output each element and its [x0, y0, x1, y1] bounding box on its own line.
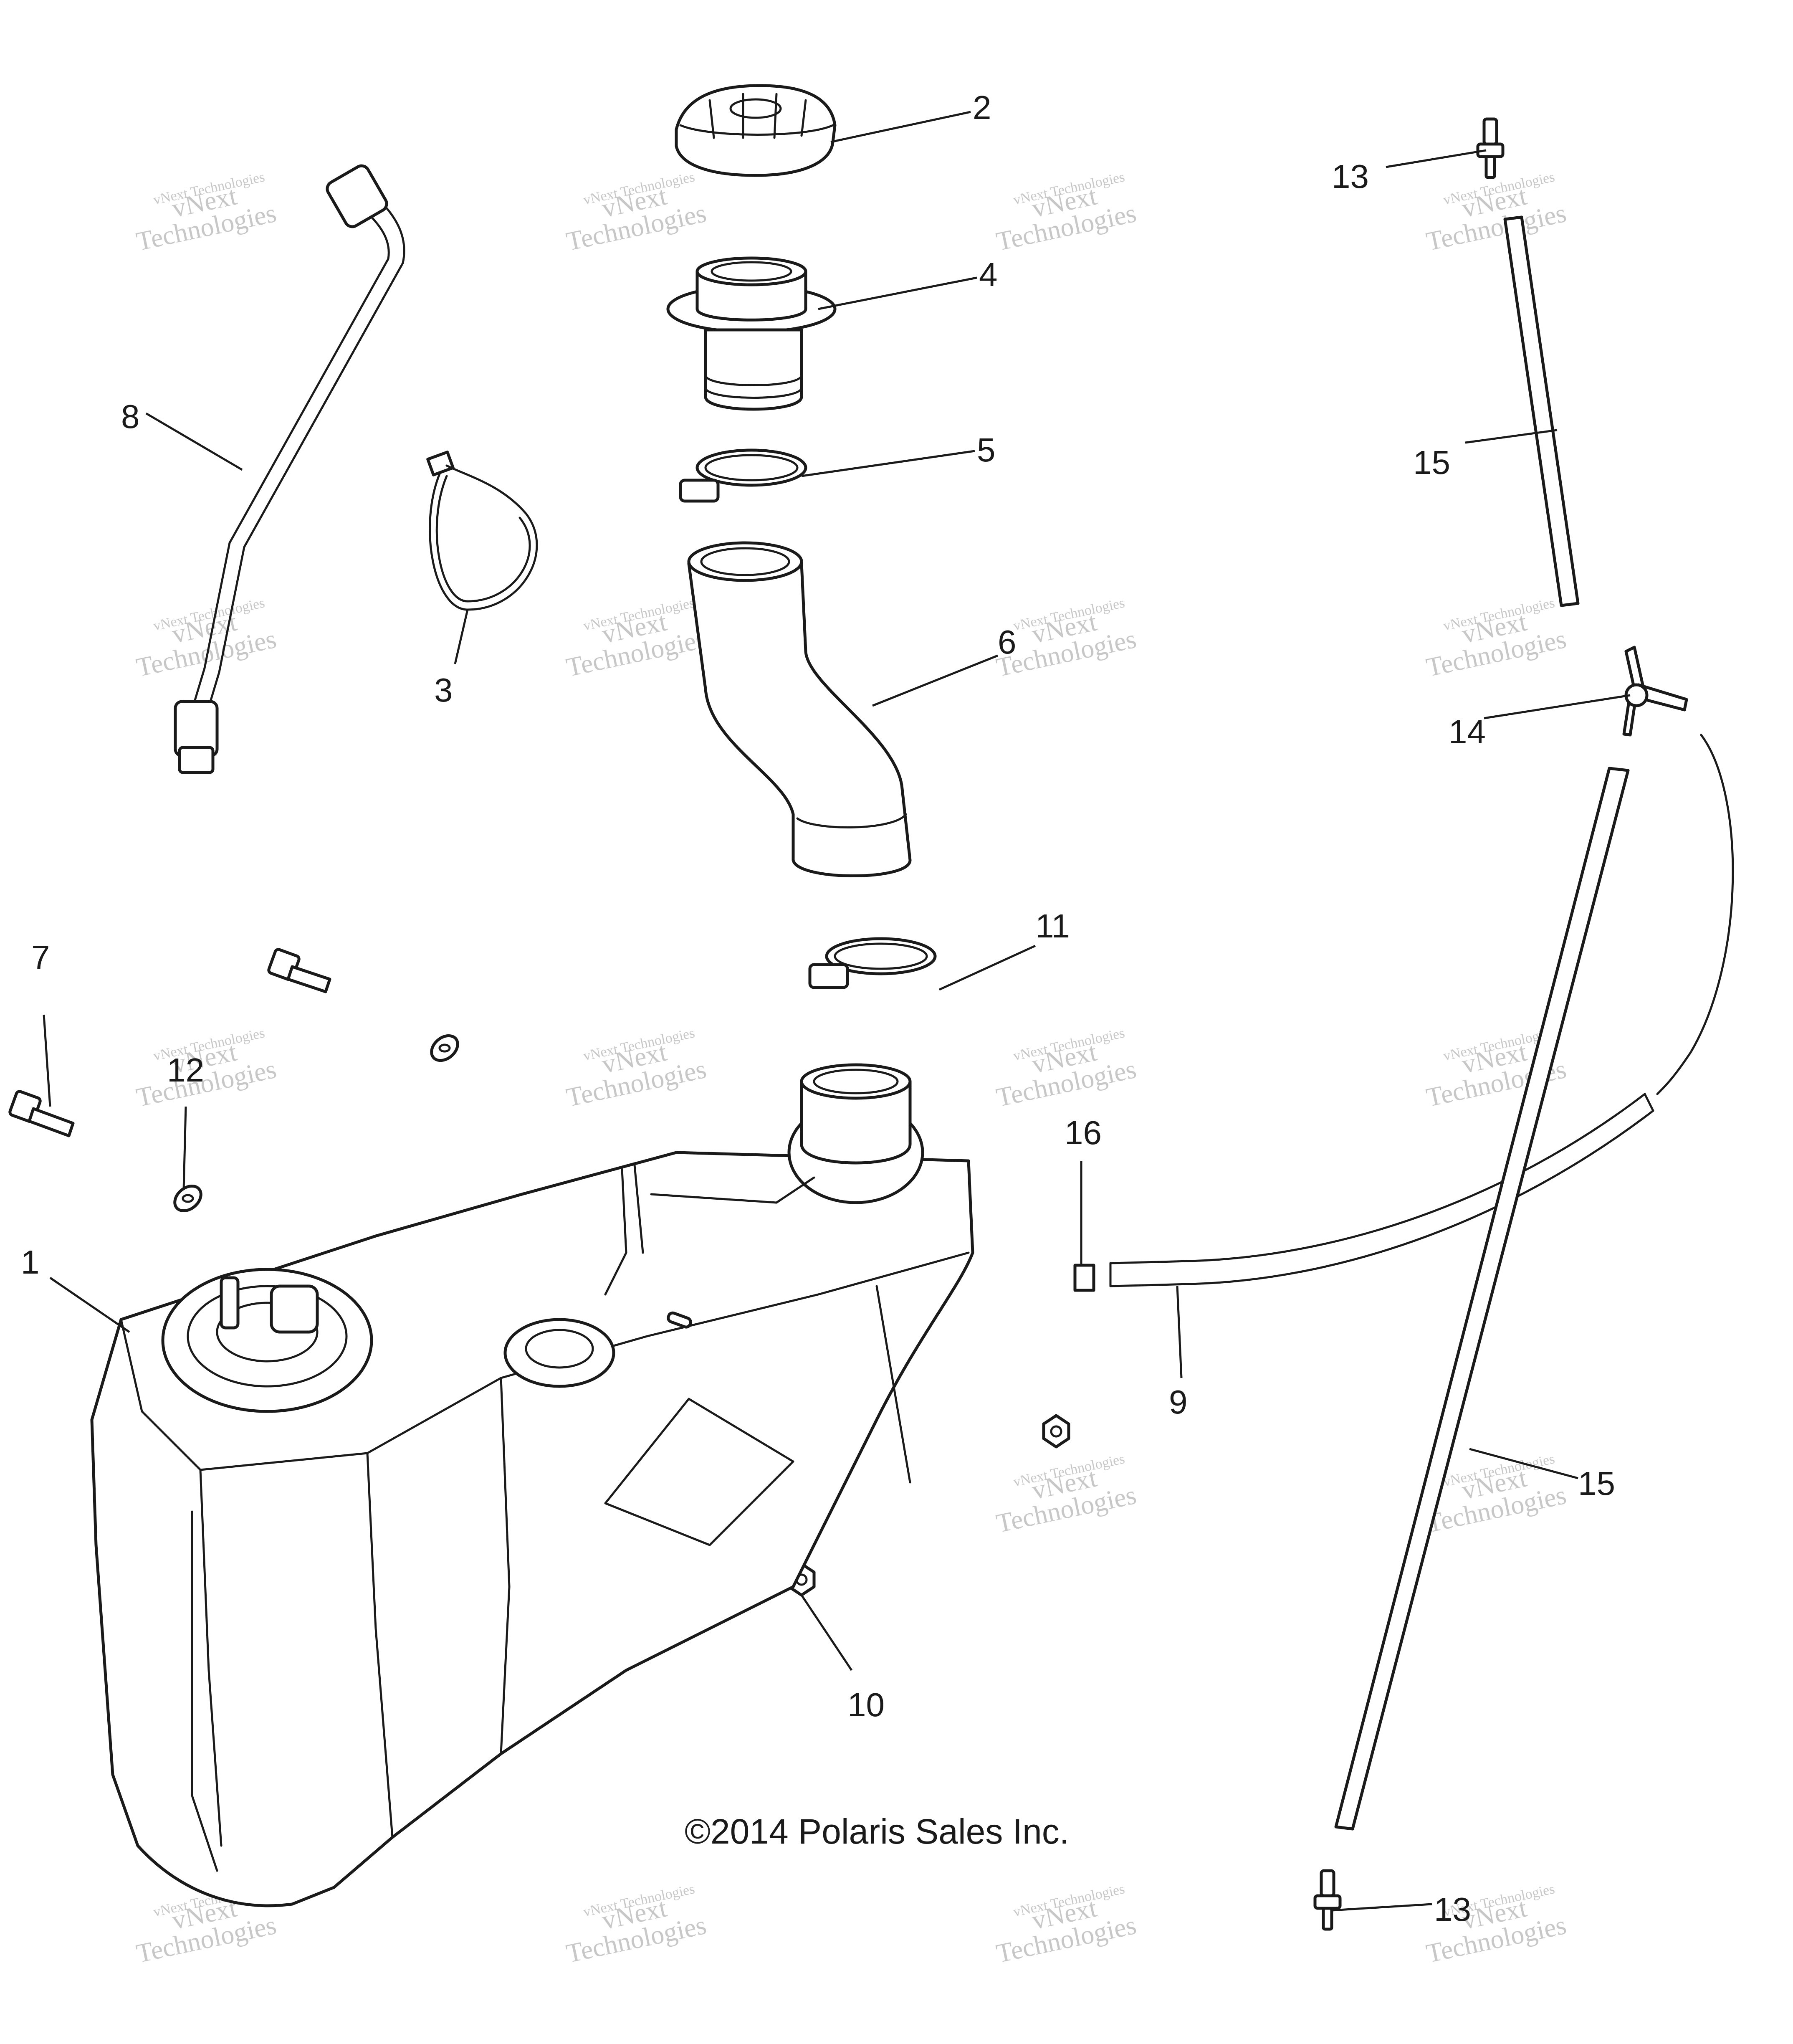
callout-15-top: 15 [1413, 444, 1450, 481]
hose-clamp [808, 937, 937, 989]
watermark: vNext Technologies vNext Technologies [134, 595, 279, 682]
callout-12: 12 [167, 1051, 204, 1089]
plug [1073, 1264, 1095, 1292]
vent-hose-lower [1334, 767, 1630, 1831]
watermark: vNext Technologies vNext Technologies [994, 1881, 1139, 1968]
watermark: vNext Technologies vNext Technologies [134, 169, 279, 256]
vent-line [174, 164, 405, 774]
watermark: vNext Technologies vNext Technologies [564, 595, 709, 682]
cable-tie [426, 451, 538, 611]
callout-9: 9 [1169, 1383, 1188, 1421]
callout-11: 11 [1035, 907, 1070, 945]
filler-hose [687, 541, 912, 877]
watermark: vNext Technologies vNext Technologies [994, 1451, 1139, 1538]
watermark: vNext Technologies vNext Technologies [564, 1881, 709, 1968]
washer [430, 1034, 459, 1062]
hose-clamp [679, 448, 807, 503]
leader-lines [43, 111, 1631, 1912]
watermark: vNext Technologies vNext Technologies [1424, 595, 1569, 682]
callout-13-bottom: 13 [1434, 1891, 1471, 1928]
callout-1: 1 [21, 1244, 40, 1281]
watermark: vNext Technologies vNext Technologies [994, 1025, 1139, 1112]
callout-15-bottom: 15 [1578, 1465, 1615, 1502]
watermark: vNext Technologies vNext Technologies [564, 1025, 709, 1112]
bolt [8, 1090, 75, 1137]
washer [173, 1184, 202, 1213]
callout-14: 14 [1449, 713, 1486, 750]
callout-6: 6 [998, 623, 1017, 661]
callout-5: 5 [977, 431, 996, 469]
vent-hose-curve [1656, 734, 1734, 1095]
filler-neck [666, 256, 837, 411]
callout-8: 8 [121, 398, 140, 435]
callout-3: 3 [434, 671, 453, 709]
fuel-line [1109, 1093, 1654, 1287]
callout-7: 7 [31, 939, 50, 976]
watermark: vNext Technologies vNext Technologies [1424, 169, 1569, 256]
callouts: 2 4 5 3 6 8 7 12 1 11 10 16 9 13 15 14 1… [21, 89, 1615, 1928]
watermark: vNext Technologies vNext Technologies [564, 169, 709, 256]
copyright-notice: ©2014 Polaris Sales Inc. [685, 1812, 1069, 1851]
bolt [267, 948, 331, 993]
fuel-cap [675, 84, 837, 177]
callout-4: 4 [979, 256, 998, 293]
callout-10: 10 [847, 1686, 885, 1723]
callout-2: 2 [973, 89, 991, 126]
watermark: vNext Technologies vNext Technologies [994, 169, 1139, 256]
tee-fitting [1622, 646, 1688, 737]
fuel-tank [90, 1063, 974, 1907]
nut [1042, 1414, 1070, 1449]
check-valve [1313, 1869, 1342, 1931]
vent-hose-upper [1503, 215, 1580, 607]
callout-13-top: 13 [1332, 158, 1369, 195]
check-valve [1476, 117, 1505, 179]
callout-16: 16 [1065, 1114, 1102, 1151]
